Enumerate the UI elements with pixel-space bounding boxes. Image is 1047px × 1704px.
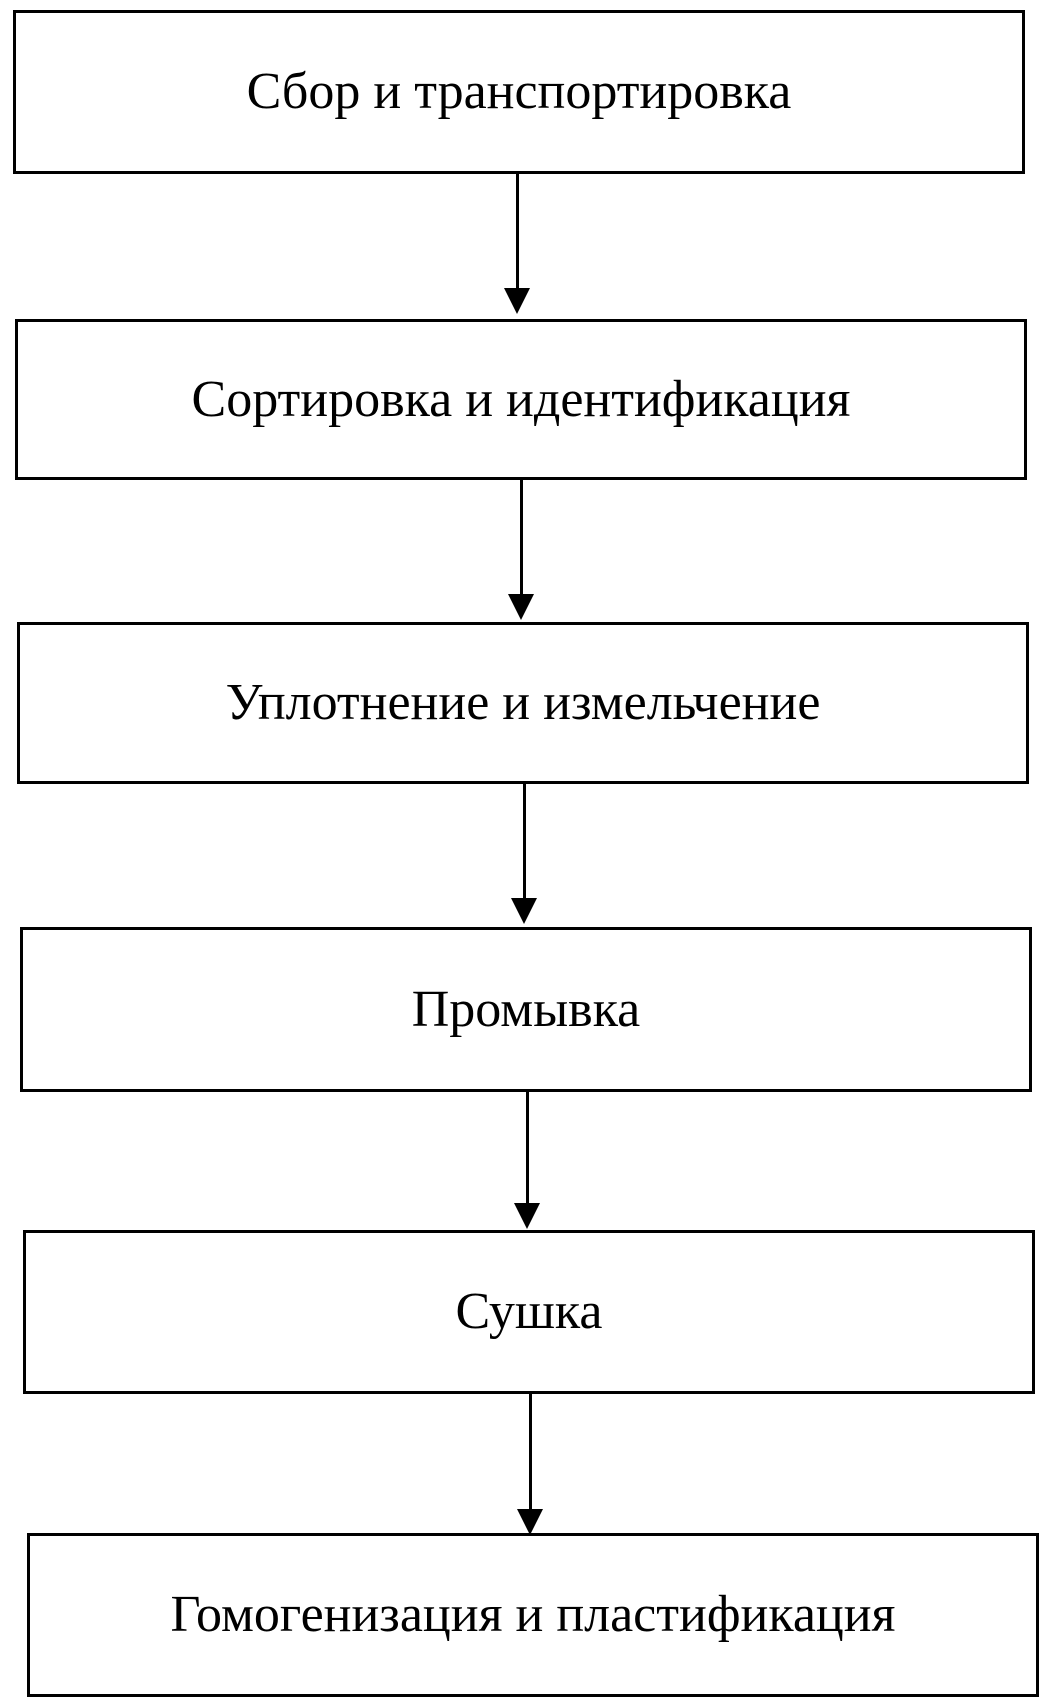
step-label: Гомогенизация и пластификация [170,1586,896,1643]
step-box-sorting-identification: Сортировка и идентификация [15,319,1027,480]
step-label: Сушка [455,1283,603,1340]
arrowhead-icon [511,898,537,924]
step-box-drying: Сушка [23,1230,1035,1394]
step-label: Сортировка и идентификация [191,370,851,428]
step-label: Промывка [411,980,641,1038]
arrowhead-icon [517,1509,543,1535]
flow-arrow-5 [516,1394,546,1535]
step-label: Уплотнение и измельчение [225,674,821,731]
step-box-compaction-shredding: Уплотнение и измельчение [17,622,1029,784]
step-box-washing: Промывка [20,927,1032,1092]
step-box-homogenization-plasticization: Гомогенизация и пластификация [27,1533,1039,1697]
arrowhead-icon [514,1203,540,1229]
arrowhead-icon [508,594,534,620]
flow-arrow-4 [513,1092,543,1229]
arrowhead-icon [504,288,530,314]
step-label: Сбор и транспортировка [246,63,792,120]
flow-arrow-3 [510,784,540,924]
flow-arrow-1 [503,174,533,314]
step-box-collection-transport: Сбор и транспортировка [13,10,1025,174]
flow-arrow-2 [507,480,537,620]
